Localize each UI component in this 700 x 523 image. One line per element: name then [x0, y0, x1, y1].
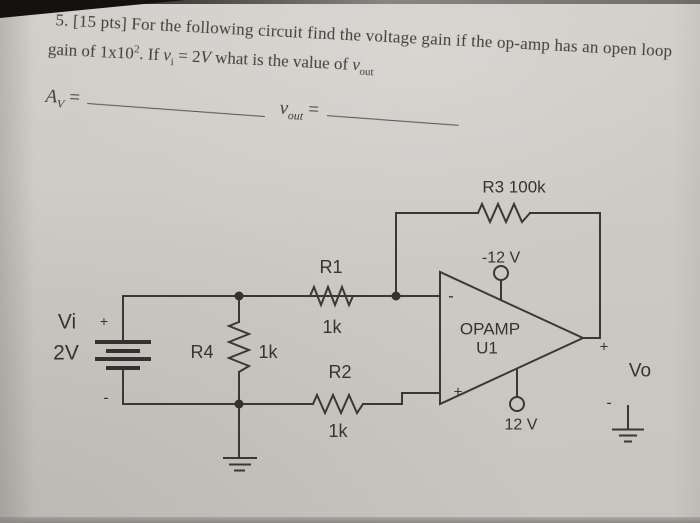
r4-zigzag [226, 320, 252, 374]
resistor-r1: R1 1k [308, 257, 357, 337]
r2-name-label: R2 [328, 362, 351, 382]
source-minus-sign: - [103, 390, 108, 407]
r1-name-label: R1 [319, 257, 342, 277]
r1-zigzag [308, 284, 357, 308]
output-minus-sign: - [606, 395, 611, 412]
source-plus-sign: + [100, 313, 108, 329]
resistor-r2: R2 1k [311, 362, 365, 441]
output-node: + Vo - [600, 339, 651, 412]
output-plus-sign: + [600, 339, 609, 356]
junction-dot-r4-bottom [234, 399, 244, 409]
r4-value-label: 1k [258, 342, 278, 362]
opamp-neg-supply-terminal [493, 265, 509, 281]
wire-top-rail [122, 295, 441, 343]
r2-zigzag [311, 392, 365, 416]
voltage-source-vi: Vi 2V + - [53, 311, 151, 407]
opamp-designator-label: U1 [476, 339, 498, 358]
opamp-name-label: OPAMP [460, 320, 520, 339]
vi-value-label: 2V [53, 342, 79, 365]
junction-dot-feedback [391, 291, 401, 301]
vi-name-label: Vi [58, 311, 76, 334]
output-ground-icon [612, 428, 644, 443]
junction-dot-r4-top [234, 291, 244, 301]
photo-bottom-edge-shadow [0, 517, 700, 523]
r3-zigzag [476, 201, 532, 225]
opamp-noninverting-sign: + [454, 384, 463, 401]
wire-bottom-rail [122, 367, 314, 405]
resistor-r4: R4 1k [190, 320, 279, 374]
r1-value-label: 1k [322, 317, 342, 337]
opamp-neg-supply-label: -12 V [482, 250, 521, 267]
ground-icon [223, 457, 257, 472]
r2-value-label: 1k [328, 421, 348, 441]
opamp-u1: -12 V 12 V OPAMP U1 - + [439, 250, 586, 434]
r4-name-label: R4 [190, 342, 213, 362]
wire-noninverting-jog [362, 392, 441, 405]
resistor-r3: R3 100k [476, 178, 546, 225]
vo-label: Vo [629, 361, 651, 382]
opamp-triangle [439, 270, 586, 406]
circuit-wires [122, 212, 629, 459]
wire-feedback-left [395, 212, 479, 297]
wire-feedback-right [529, 212, 601, 339]
opamp-pos-supply-terminal [509, 396, 525, 412]
opamp-inverting-sign: - [448, 287, 454, 306]
opamp-pos-supply-label: 12 V [505, 417, 538, 434]
r3-label: R3 100k [482, 178, 546, 197]
photo-top-edge-shadow [0, 0, 700, 4]
